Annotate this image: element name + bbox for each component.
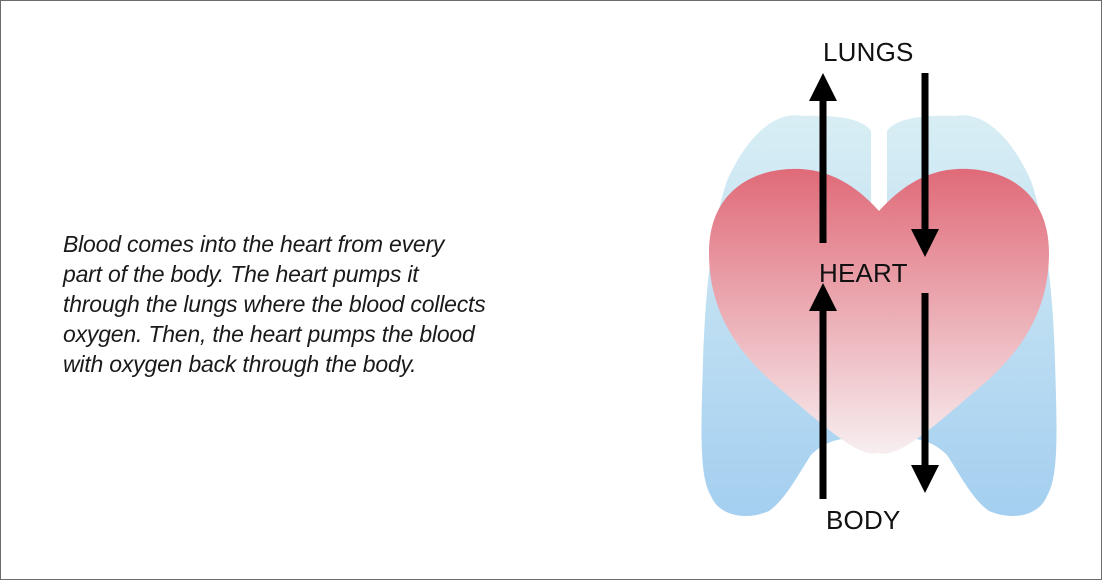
caption-text: Blood comes into the heart from every pa… xyxy=(63,229,583,379)
caption-line: with oxygen back through the body. xyxy=(63,349,583,379)
circulation-diagram: LUNGS HEART BODY xyxy=(661,21,1101,571)
caption-line: Blood comes into the heart from every xyxy=(63,229,583,259)
caption-line: part of the body. The heart pumps it xyxy=(63,259,583,289)
heart-label: HEART xyxy=(819,258,908,289)
circulation-illustration xyxy=(661,21,1101,571)
caption-line: oxygen. Then, the heart pumps the blood xyxy=(63,319,583,349)
body-label: BODY xyxy=(826,505,900,536)
lungs-label: LUNGS xyxy=(823,37,914,68)
caption-line: through the lungs where the blood collec… xyxy=(63,289,583,319)
